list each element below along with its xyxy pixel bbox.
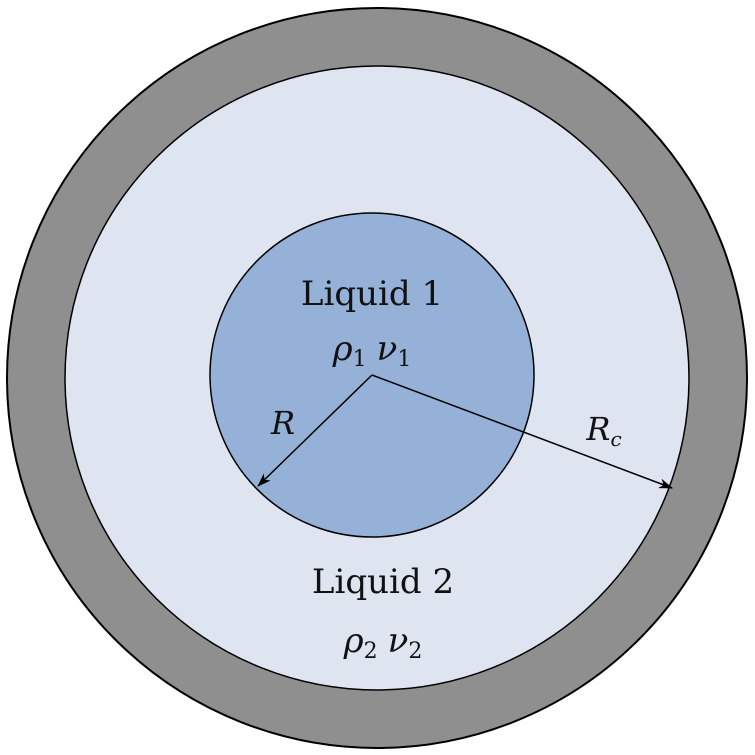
outer-radius-label: Rc <box>585 410 621 451</box>
liquid-1-label: Liquid 1 <box>301 274 443 314</box>
outer-radius-arrow <box>371 374 673 489</box>
inner-radius-label: R <box>270 404 295 442</box>
liquid-2-label: Liquid 2 <box>312 562 454 602</box>
inner-radius-arrow <box>257 374 373 487</box>
